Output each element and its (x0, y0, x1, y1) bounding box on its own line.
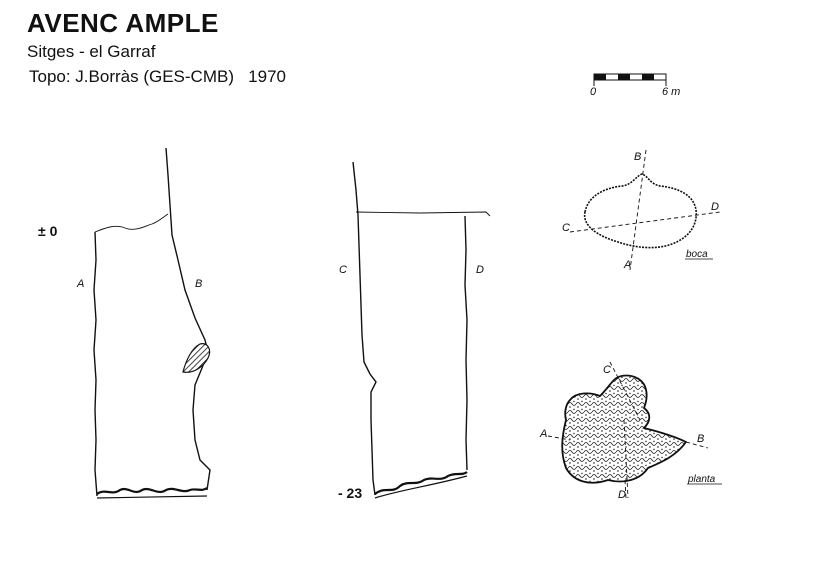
boca-label-d: D (711, 201, 719, 213)
planta-caption: planta (687, 474, 716, 485)
plan-planta: C A B D planta (539, 361, 722, 501)
section-cd-surface (355, 211, 491, 217)
section-ab (93, 147, 211, 499)
planta-label-d: D (618, 489, 626, 501)
section-ab-surface (94, 213, 169, 233)
boca-label-b: B (634, 151, 641, 163)
section-ab-label-a: A (76, 278, 84, 290)
section-cd-floor (374, 471, 468, 495)
planta-label-c: C (603, 364, 611, 376)
plan-boca-outline (583, 173, 697, 249)
plan-boca: B A C D boca (562, 149, 721, 271)
scale-start-label: 0 (590, 86, 597, 98)
boca-caption: boca (686, 249, 708, 260)
section-cd-wall-d (464, 215, 468, 471)
section-ab-label-b: B (195, 278, 202, 290)
boca-label-c: C (562, 222, 570, 234)
section-cd (352, 161, 491, 499)
depth-zero-label: ± 0 (38, 223, 58, 239)
section-cd-label-d: D (476, 264, 484, 276)
boca-label-a: A (623, 259, 631, 271)
planta-label-a: A (539, 428, 547, 440)
section-cd-label-c: C (339, 264, 347, 276)
scale-end-label: 6 m (662, 86, 680, 98)
cave-title: AVENC AMPLE (27, 8, 219, 38)
section-ab-block (182, 343, 211, 373)
section-cd-wall-c (352, 161, 377, 496)
section-ab-wall-b (165, 147, 211, 491)
section-ab-wall-a (93, 231, 98, 497)
survey-credit: Topo: J.Borràs (GES-CMB) 1970 (29, 67, 286, 86)
cave-location: Sitges - el Garraf (27, 42, 156, 61)
scale-bar: 0 6 m (590, 73, 680, 98)
section-ab-floor (96, 487, 208, 495)
depth-bottom-label: - 23 (338, 485, 362, 501)
planta-label-b: B (697, 433, 704, 445)
